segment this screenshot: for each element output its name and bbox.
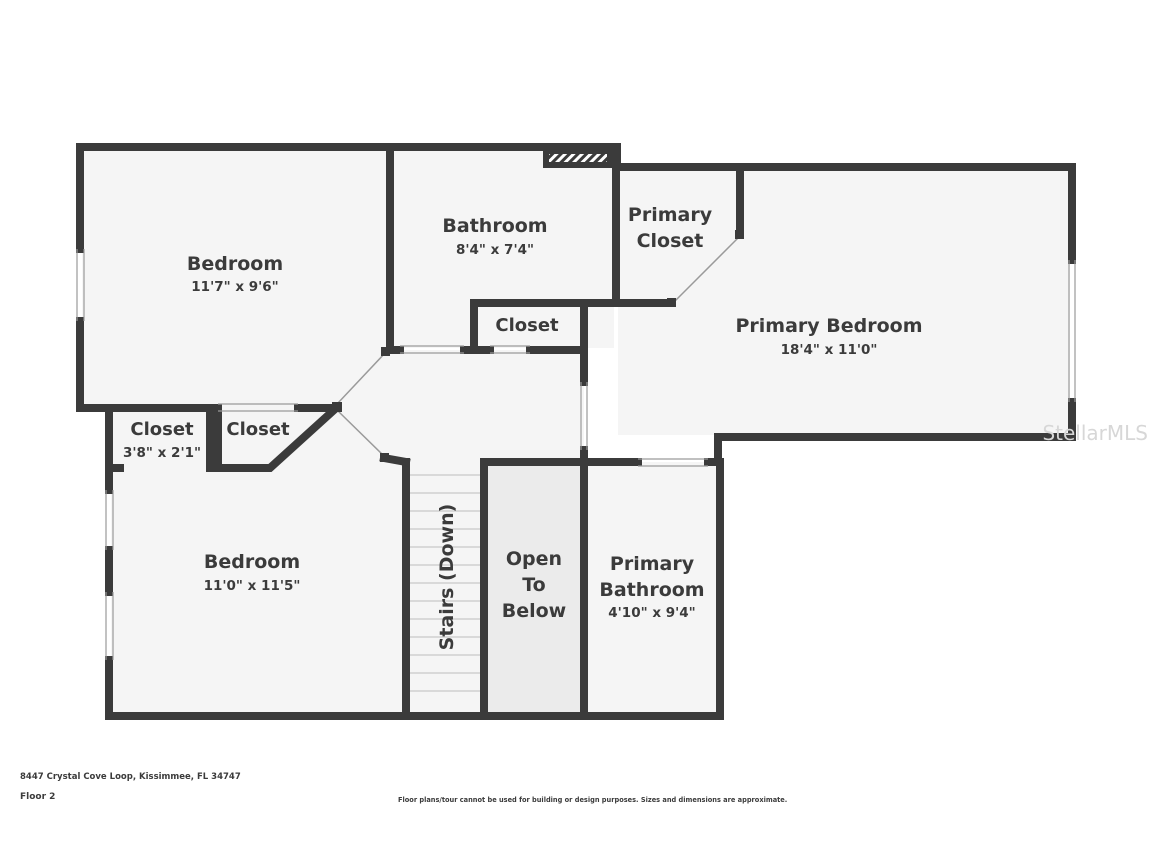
room-name: Bathroom xyxy=(442,215,547,237)
room-dimensions: 8'4" x 7'4" xyxy=(456,242,534,258)
room-name: Closet xyxy=(495,315,559,336)
room-name: Open xyxy=(506,548,562,570)
hatched-block xyxy=(543,148,613,168)
diagonal-door-ends xyxy=(332,230,744,462)
diagonal-doors xyxy=(337,236,740,457)
windows xyxy=(76,249,1076,660)
room-closet-middle: Closet xyxy=(226,419,290,440)
room-name: Bedroom xyxy=(187,253,283,275)
room-primary-closet: Primary Closet xyxy=(628,204,713,252)
open-to-below-area xyxy=(486,462,582,715)
room-name: Closet xyxy=(637,230,704,252)
room-bathroom: Bathroom 8'4" x 7'4" xyxy=(442,215,547,258)
room-bedroom-top: Bedroom 11'7" x 9'6" xyxy=(187,253,283,295)
floor-fill xyxy=(82,149,1070,715)
room-name: Stairs (Down) xyxy=(436,504,458,651)
room-name: To xyxy=(522,574,546,596)
room-bedroom-bottom: Bedroom 11'0" x 11'5" xyxy=(204,551,301,594)
watermark: StellarMLS xyxy=(1042,421,1148,445)
room-primary-bedroom: Primary Bedroom 18'4" x 11'0" xyxy=(735,315,922,358)
room-open-to-below: Open To Below xyxy=(502,548,567,622)
address-text: 8447 Crystal Cove Loop, Kissimmee, FL 34… xyxy=(20,772,241,782)
room-name: Primary xyxy=(628,204,713,226)
room-name: Closet xyxy=(226,419,290,440)
room-dimensions: 11'7" x 9'6" xyxy=(191,279,278,295)
floor-label: Floor 2 xyxy=(20,792,56,802)
stair-treads xyxy=(409,474,481,692)
room-name: Primary xyxy=(610,553,695,575)
room-name: Closet xyxy=(130,419,194,440)
room-stairs: Stairs (Down) xyxy=(436,504,458,651)
room-primary-bathroom: Primary Bathroom 4'10" x 9'4" xyxy=(599,553,704,621)
room-name: Below xyxy=(502,600,567,622)
room-closet-left: Closet 3'8" x 2'1" xyxy=(123,419,201,461)
room-dimensions: 4'10" x 9'4" xyxy=(608,605,695,621)
room-name: Bedroom xyxy=(204,551,300,573)
room-dimensions: 18'4" x 11'0" xyxy=(781,342,878,358)
room-name: Primary Bedroom xyxy=(735,315,922,337)
room-dimensions: 3'8" x 2'1" xyxy=(123,445,201,461)
disclaimer-text: Floor plans/tour cannot be used for buil… xyxy=(398,796,788,804)
room-dimensions: 11'0" x 11'5" xyxy=(204,578,301,594)
room-name: Bathroom xyxy=(599,579,704,601)
walls xyxy=(76,143,1076,720)
room-closet-upper: Closet xyxy=(495,315,559,336)
